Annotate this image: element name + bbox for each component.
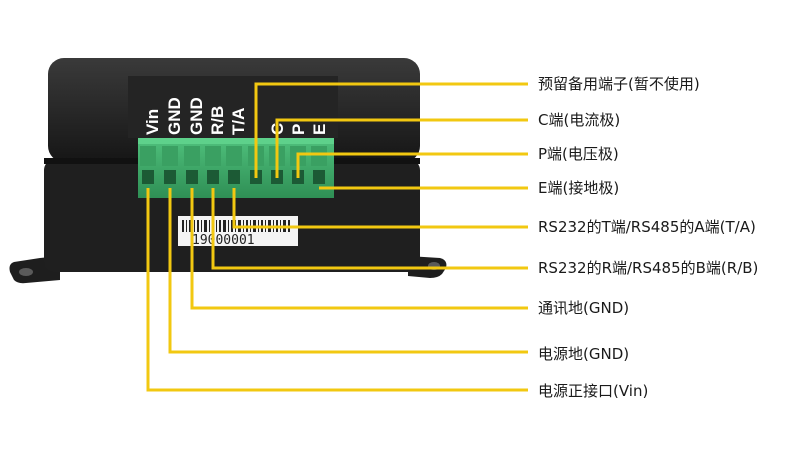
- pin-label-4: R/B: [208, 106, 227, 135]
- terminal-slot-9: [313, 170, 325, 184]
- leader-comm-gnd: [190, 188, 528, 310]
- callout-power-vin: 电源正接口(Vin): [538, 382, 649, 400]
- terminal-ridge-9: [311, 146, 327, 166]
- pin-label-3: GND: [187, 97, 206, 135]
- callout-p-terminal: P端(电压极): [538, 145, 619, 163]
- terminal-slot-2: [164, 170, 176, 184]
- mounting-hole-left: [19, 268, 33, 276]
- terminal-ridge-5: [226, 146, 242, 166]
- callout-comm-gnd: 通讯地(GND): [538, 299, 630, 317]
- terminal-slot-4: [207, 170, 219, 184]
- leader-power-vin: [146, 188, 528, 392]
- terminal-block-highlight: [138, 138, 334, 144]
- leader-power-gnd: [168, 188, 528, 354]
- leader-rb: [211, 188, 528, 270]
- leader-ta: [232, 188, 528, 229]
- pin-label-1: Vin: [143, 109, 162, 135]
- callout-c-terminal: C端(电流极): [538, 111, 621, 129]
- leader-reserved: [254, 82, 528, 178]
- callout-e-terminal: E端(接地极): [538, 179, 620, 197]
- terminal-slot-1: [142, 170, 154, 184]
- leader-c: [275, 118, 528, 178]
- cpe-label-e: E: [310, 124, 329, 135]
- pin-label-2: GND: [165, 97, 184, 135]
- terminal-ridge-4: [205, 146, 221, 166]
- callout-power-gnd: 电源地(GND): [538, 345, 630, 363]
- pin-label-5: T/A: [229, 108, 248, 135]
- terminal-ridge-2: [162, 146, 178, 166]
- connector-recess: [128, 76, 338, 138]
- terminal-slot-5: [228, 170, 240, 184]
- leader-lines: [146, 82, 528, 392]
- leader-p: [296, 152, 528, 178]
- callout-reserved: 预留备用端子(暂不使用): [538, 75, 700, 93]
- terminal-slot-3: [186, 170, 198, 184]
- callout-ta-terminal: RS232的T端/RS485的A端(T/A): [538, 218, 756, 236]
- terminal-ridge-1: [140, 146, 156, 166]
- serial-number: 19000001: [192, 233, 255, 248]
- callout-rb-terminal: RS232的R端/RS485的B端(R/B): [538, 259, 759, 277]
- cpe-label-p: P: [289, 124, 308, 135]
- terminal-ridge-3: [184, 146, 200, 166]
